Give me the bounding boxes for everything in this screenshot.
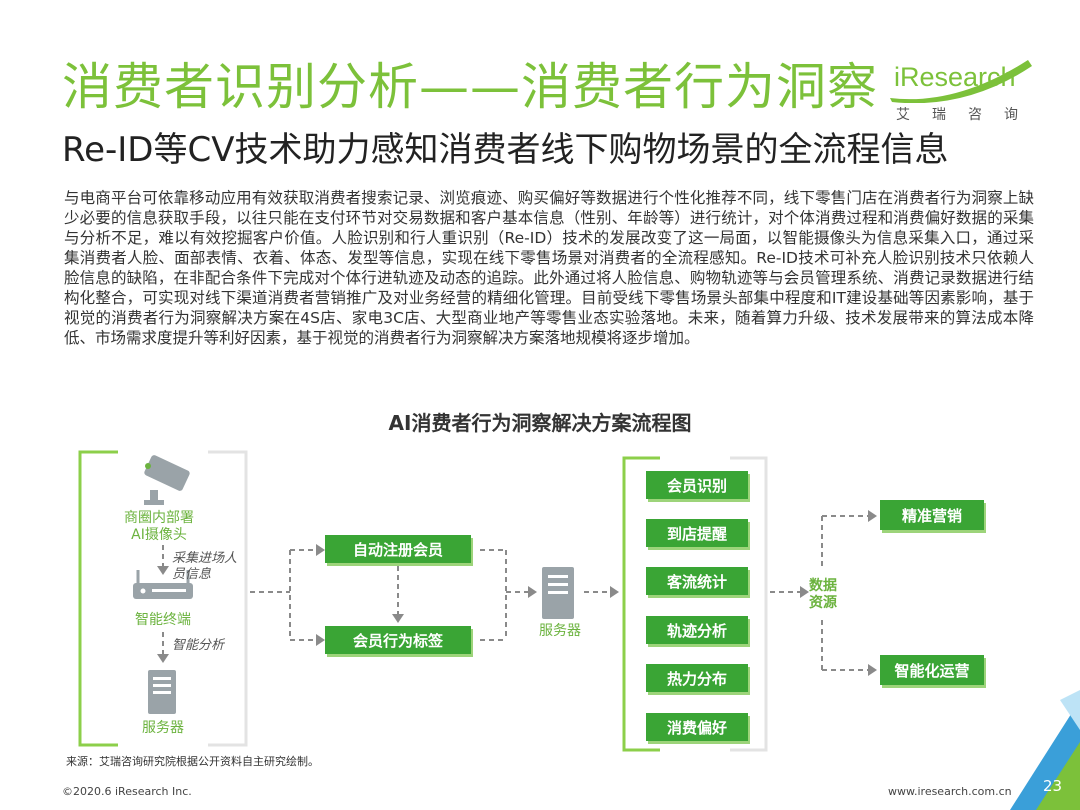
page-title: 消费者识别分析——消费者行为洞察: [62, 58, 878, 116]
function-node: 客流统计: [646, 567, 748, 595]
diagram-title: AI消费者行为洞察解决方案流程图: [388, 411, 692, 435]
intro-paragraph: 与电商平台可依靠移动应用有效获取消费者搜索记录、浏览痕迹、购买偏好等数据进行个性…: [64, 189, 1034, 347]
function-node: 热力分布: [646, 664, 748, 692]
left-server-icon: [148, 670, 176, 714]
left-server-label: 服务器: [142, 720, 184, 736]
member-behavior-tag-node: 会员行为标签: [325, 626, 471, 654]
smart-operation-node: 智能化运营: [880, 655, 984, 685]
page-number: 23: [1043, 777, 1063, 795]
function-node: 会员识别: [646, 471, 748, 499]
function-node: 消费偏好: [646, 713, 748, 741]
copyright-text: ©2020.6 iResearch Inc.: [62, 785, 192, 798]
camera-label: 商圈内部署 AI摄像头: [124, 510, 194, 543]
collect-label: 采集进场人 员信息: [172, 551, 238, 582]
function-node: 到店提醒: [646, 519, 748, 547]
smart-terminal-icon: [133, 570, 193, 599]
logo-chinese: 艾瑞咨询: [896, 107, 1040, 123]
middle-server-label: 服务器: [539, 623, 581, 639]
terminal-label: 智能终端: [135, 612, 191, 628]
website-text: www.iresearch.com.cn: [888, 785, 1012, 798]
ai-camera-icon: [144, 455, 190, 505]
data-resource-label: 数据 资源: [809, 578, 837, 611]
iresearch-logo: iResearch 艾瑞咨询: [886, 58, 1036, 128]
middle-server-icon: [542, 567, 574, 619]
logo-wordmark: iResearch: [894, 62, 1016, 92]
source-note: 来源：艾瑞咨询研究院根据公开资料自主研究绘制。: [66, 755, 319, 768]
page-subtitle: Re-ID等CV技术助力感知消费者线下购物场景的全流程信息: [62, 130, 949, 170]
function-node: 轨迹分析: [646, 616, 748, 644]
auto-register-member-node: 自动注册会员: [325, 535, 471, 563]
analysis-label: 智能分析: [172, 638, 225, 653]
precision-marketing-node: 精准营销: [880, 500, 984, 530]
logo-swoosh-icon: [890, 60, 1032, 103]
